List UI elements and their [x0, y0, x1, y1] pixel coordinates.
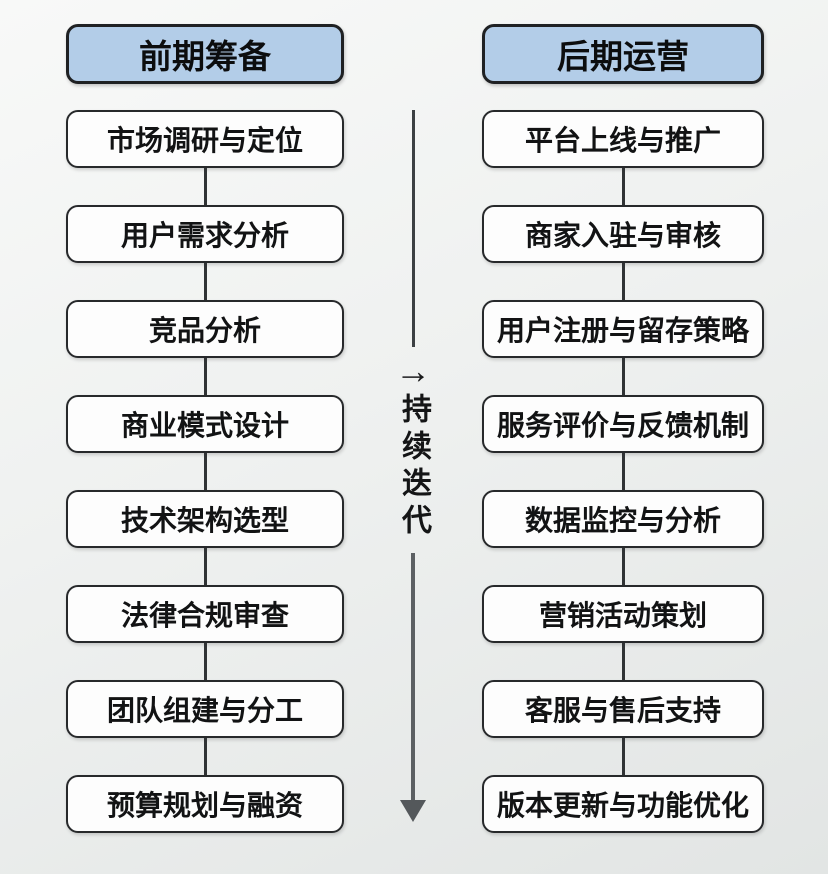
flow-box-label: 预算规划与融资: [106, 790, 303, 821]
connector-line: [621, 263, 625, 300]
flow-box-label: 版本更新与功能优化: [496, 790, 749, 821]
flow-box-label: 用户注册与留存策略: [496, 315, 749, 346]
connector-line: [621, 453, 625, 490]
flow-box-label: 平台上线与推广: [524, 125, 721, 156]
arrow-line-top: [411, 110, 415, 347]
flow-box-label: 营销活动策划: [538, 600, 707, 631]
flow-box-label: 商业模式设计: [120, 410, 289, 441]
flow-box: 竞品分析: [66, 300, 344, 358]
flow-box-label: 技术架构选型: [120, 505, 289, 536]
connector-line: [203, 738, 207, 775]
flow-items-operation: 平台上线与推广商家入驻与审核用户注册与留存策略服务评价与反馈机制数据监控与分析营…: [482, 110, 764, 833]
column-preparation: 前期筹备 市场调研与定位用户需求分析竞品分析商业模式设计技术架构选型法律合规审查…: [66, 24, 344, 833]
flow-box: 用户需求分析: [66, 205, 344, 263]
flow-box-label: 数据监控与分析: [524, 505, 721, 536]
iteration-arrow: → 持续迭代: [383, 110, 443, 822]
flow-box-label: 团队组建与分工: [106, 695, 303, 726]
flow-box: 商家入驻与审核: [482, 205, 764, 263]
connector-line: [621, 643, 625, 680]
arrow-line-bottom: [411, 553, 415, 801]
flow-box: 技术架构选型: [66, 490, 344, 548]
column-operation: 后期运营 平台上线与推广商家入驻与审核用户注册与留存策略服务评价与反馈机制数据监…: [482, 24, 764, 833]
connector-line: [203, 643, 207, 680]
flow-box: 平台上线与推广: [482, 110, 764, 168]
flow-box-label: 法律合规审查: [120, 600, 289, 631]
flow-box-label: 竞品分析: [148, 315, 261, 346]
flow-box-label: 市场调研与定位: [106, 125, 303, 156]
iteration-label: 持续迭代: [397, 393, 430, 541]
flow-box: 数据监控与分析: [482, 490, 764, 548]
column-header-operation: 后期运营: [482, 24, 764, 84]
flow-box: 用户注册与留存策略: [482, 300, 764, 358]
connector-line: [203, 453, 207, 490]
connector-line: [203, 358, 207, 395]
flow-items-preparation: 市场调研与定位用户需求分析竞品分析商业模式设计技术架构选型法律合规审查团队组建与…: [66, 110, 344, 833]
flow-box: 服务评价与反馈机制: [482, 395, 764, 453]
column-header-preparation: 前期筹备: [66, 24, 344, 84]
flow-box: 商业模式设计: [66, 395, 344, 453]
flow-box: 团队组建与分工: [66, 680, 344, 738]
column-title-preparation: 前期筹备: [139, 38, 271, 75]
column-title-operation: 后期运营: [557, 38, 689, 75]
flow-box-label: 服务评价与反馈机制: [496, 410, 749, 441]
connector-line: [621, 168, 625, 205]
flow-box: 版本更新与功能优化: [482, 775, 764, 833]
connector-line: [203, 168, 207, 205]
arrow-head-icon: [400, 800, 426, 822]
flow-box: 营销活动策划: [482, 585, 764, 643]
connector-line: [621, 358, 625, 395]
flow-box-label: 商家入驻与审核: [524, 220, 721, 251]
flow-box-label: 用户需求分析: [120, 220, 289, 251]
flow-box: 市场调研与定位: [66, 110, 344, 168]
connector-line: [203, 263, 207, 300]
flow-box: 法律合规审查: [66, 585, 344, 643]
flow-box-label: 客服与售后支持: [524, 695, 721, 726]
right-arrow-icon: →: [395, 350, 431, 391]
connector-line: [621, 548, 625, 585]
connector-line: [621, 738, 625, 775]
flow-box: 预算规划与融资: [66, 775, 344, 833]
flow-box: 客服与售后支持: [482, 680, 764, 738]
connector-line: [203, 548, 207, 585]
